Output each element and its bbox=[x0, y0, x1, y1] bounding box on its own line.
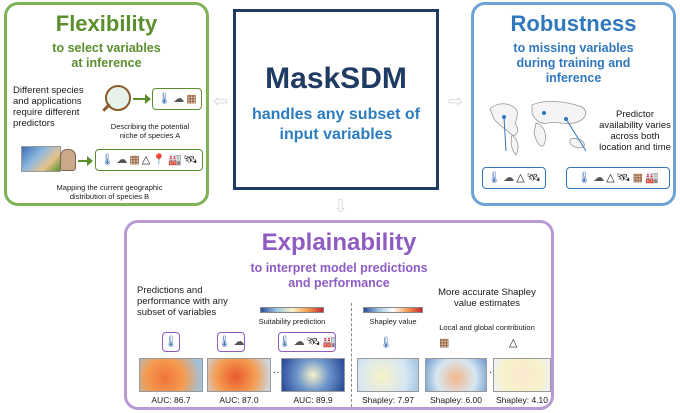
explainability-panel: Explainability to interpret model predic… bbox=[124, 220, 554, 410]
robustness-title: Robustness bbox=[510, 11, 637, 36]
explainability-right-text: More accurate Shapley value estimates bbox=[438, 287, 536, 309]
thermometer-icon: 🌡 bbox=[157, 93, 172, 105]
green-arrow-icon-2 bbox=[78, 160, 88, 162]
world-map bbox=[489, 101, 587, 156]
triangle-icon: △ bbox=[141, 154, 151, 166]
masksdm-subtitle-1: handles any subset of bbox=[251, 106, 421, 123]
robustness-subtitle-2: during training and bbox=[516, 56, 631, 70]
satellite-icon: 🛰 bbox=[183, 154, 198, 166]
triangle-icon: △ bbox=[516, 172, 525, 184]
satellite-icon: 🛰 bbox=[306, 336, 321, 348]
satellite-icon: 🛰 bbox=[526, 172, 541, 184]
masksdm-box: MaskSDM handles any subset of input vari… bbox=[233, 9, 439, 190]
down-arrow-icon: ⇩ bbox=[333, 196, 349, 216]
prediction-map-3 bbox=[281, 358, 345, 392]
subset-box-1: 🌡 bbox=[162, 332, 180, 352]
shapley-map-1 bbox=[357, 358, 419, 392]
person-icon bbox=[60, 149, 76, 171]
factory-icon: 🏭 bbox=[167, 154, 182, 166]
factory-icon: 🏭 bbox=[645, 172, 659, 184]
subset-box-2: 🌡 ☁ bbox=[217, 332, 245, 352]
satellite-icon: 🛰 bbox=[616, 172, 631, 184]
distribution-variable-set: 🌡 ☁ ▦ △ 📍 🏭 🛰 bbox=[95, 149, 203, 171]
explainability-left-text: Predictions and performance with any sub… bbox=[137, 285, 228, 318]
rain-cloud-icon: ☁ bbox=[173, 93, 185, 105]
shapley-value-1: Shapley: 7.97 bbox=[362, 395, 414, 405]
shapley-value-3: Shapley: 4.10 bbox=[496, 395, 548, 405]
right-arrow-icon: ⇨ bbox=[448, 91, 464, 111]
map-caption: Mapping the current geographic distribut… bbox=[56, 183, 163, 201]
rain-cloud-icon: ☁ bbox=[116, 154, 128, 166]
explainability-subtitle-2: and performance bbox=[288, 276, 390, 290]
thermometer-icon: 🌡 bbox=[577, 172, 592, 184]
subset-box-3: 🌡 ☁ 🛰 🏭 bbox=[278, 332, 336, 352]
shapley-colorbar bbox=[363, 307, 423, 313]
niche-caption: Describing the potential niche of specie… bbox=[110, 122, 190, 140]
flexibility-subtitle-1: to select variables bbox=[52, 41, 161, 55]
shapley-value-2: Shapley: 6.00 bbox=[430, 395, 482, 405]
suitability-colorbar bbox=[260, 307, 324, 313]
shapley-map-2 bbox=[425, 358, 487, 392]
rain-cloud-icon: ☁ bbox=[503, 172, 515, 184]
explainability-title: Explainability bbox=[261, 229, 417, 256]
soil-icon: ▦ bbox=[186, 93, 197, 105]
auc-label-2: AUC: 87.0 bbox=[219, 395, 259, 405]
robustness-subtitle-1: to missing variables bbox=[513, 41, 634, 55]
ellipsis-1: ··· bbox=[273, 367, 283, 378]
contribution-label: Local and global contribution bbox=[439, 323, 535, 332]
prediction-map-1 bbox=[139, 358, 203, 392]
robustness-panel: Robustness to missing variables during t… bbox=[471, 2, 676, 206]
niche-variable-set: 🌡 ☁ ▦ bbox=[152, 88, 202, 110]
robust-variable-set-1: 🌡 ☁ △ 🛰 bbox=[482, 167, 546, 189]
thermometer-icon: 🌡 bbox=[100, 154, 115, 166]
robust-variable-set-2: 🌡 ☁ △ 🛰 ▦ 🏭 bbox=[566, 167, 670, 189]
robustness-text: Predictor availability varies across bot… bbox=[599, 109, 671, 153]
thermometer-icon: 🌡 bbox=[487, 172, 502, 184]
explainability-subtitle-1: to interpret model predictions bbox=[250, 261, 428, 275]
triangle-icon: △ bbox=[509, 337, 518, 349]
thermometer-icon: 🌡 bbox=[164, 336, 178, 348]
suitability-label: Suitability prediction bbox=[258, 317, 326, 326]
flexibility-subtitle-2: at inference bbox=[71, 56, 142, 70]
rain-cloud-icon: ☁ bbox=[233, 336, 245, 348]
flexibility-panel: Flexibility to select variables at infer… bbox=[4, 2, 209, 206]
triangle-icon: △ bbox=[606, 172, 615, 184]
thermometer-icon: 🌡 bbox=[277, 336, 292, 348]
green-arrowhead-icon bbox=[145, 94, 151, 104]
soil-icon: ▦ bbox=[632, 172, 644, 184]
left-arrow-icon: ⇦ bbox=[213, 91, 229, 111]
location-pin-icon: 📍 bbox=[152, 154, 166, 166]
soil-icon: ▦ bbox=[129, 154, 140, 166]
flexibility-left-text: Different species and applications requi… bbox=[13, 85, 84, 129]
flexibility-title: Flexibility bbox=[55, 11, 158, 36]
thermometer-icon: 🌡 bbox=[217, 336, 232, 348]
auc-label-3: AUC: 89.9 bbox=[293, 395, 333, 405]
prediction-map-2 bbox=[207, 358, 271, 392]
rain-cloud-icon: ☁ bbox=[593, 172, 605, 184]
shapley-map-3 bbox=[493, 358, 551, 392]
green-arrowhead-icon-2 bbox=[87, 156, 93, 166]
rain-cloud-icon: ☁ bbox=[293, 336, 305, 348]
soil-icon: ▦ bbox=[439, 337, 450, 349]
masksdm-title: MaskSDM bbox=[265, 62, 407, 95]
section-divider bbox=[351, 303, 352, 407]
factory-icon: 🏭 bbox=[322, 336, 337, 348]
auc-label-1: AUC: 86.7 bbox=[151, 395, 191, 405]
thermometer-icon: 🌡 bbox=[379, 337, 393, 349]
robustness-subtitle-3: inference bbox=[545, 71, 602, 85]
masksdm-subtitle-2: input variables bbox=[279, 126, 393, 143]
shapley-label: Shapley value bbox=[369, 317, 417, 326]
europe-mini-map bbox=[21, 146, 61, 172]
green-arrow-icon bbox=[133, 98, 146, 100]
